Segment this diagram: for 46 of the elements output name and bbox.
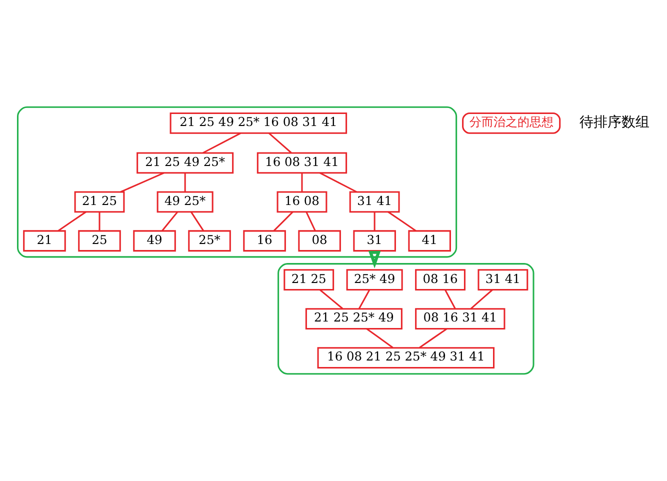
connector	[162, 211, 178, 232]
arrow	[368, 250, 381, 268]
node-box: 41	[408, 230, 451, 252]
connector	[358, 290, 370, 310]
node-box: 08 16 31 41	[415, 308, 506, 330]
node-box: 16 08	[276, 191, 328, 213]
node-box: 25*	[188, 230, 231, 252]
node-box: 31 41	[478, 269, 528, 291]
node-box: 25	[78, 230, 121, 252]
label: 待排序数组	[579, 114, 650, 131]
connector	[273, 211, 294, 232]
node-box: 49	[133, 230, 176, 252]
connector	[120, 172, 164, 193]
node-box: 08	[298, 230, 341, 252]
node-box: 16 08 31 41	[256, 152, 348, 174]
connector	[202, 132, 242, 154]
node-box: 16 08 21 25 25* 49 31 41	[317, 347, 495, 368]
node-box: 21 25	[284, 269, 334, 291]
node-box: 31 41	[349, 191, 400, 213]
connector	[306, 212, 316, 232]
connector	[320, 289, 344, 310]
node-box: 21 25 49 25*	[136, 152, 234, 174]
connector	[374, 212, 376, 231]
connector	[470, 289, 493, 310]
node-box: 16	[243, 230, 286, 252]
cluster	[278, 263, 534, 375]
connector	[419, 328, 448, 348]
connector	[320, 172, 357, 193]
connector	[190, 212, 204, 232]
node-box: 分而治之的思想	[462, 112, 561, 134]
connector	[444, 290, 456, 309]
node-box: 21	[23, 230, 66, 252]
connector	[366, 328, 394, 348]
node-box: 25* 49	[346, 269, 403, 291]
connector	[268, 132, 292, 154]
connector	[388, 211, 416, 232]
node-box: 21 25 49 25* 16 08 31 41	[170, 112, 348, 134]
connector	[98, 212, 100, 231]
connector	[301, 172, 303, 192]
node-box: 21 25 25* 49	[305, 308, 402, 330]
node-box: 31	[353, 230, 396, 252]
node-box: 08 16	[415, 269, 466, 291]
node-box: 49 25*	[156, 191, 214, 213]
connector	[184, 172, 186, 192]
node-box: 21 25	[74, 191, 125, 213]
connector	[58, 211, 86, 232]
